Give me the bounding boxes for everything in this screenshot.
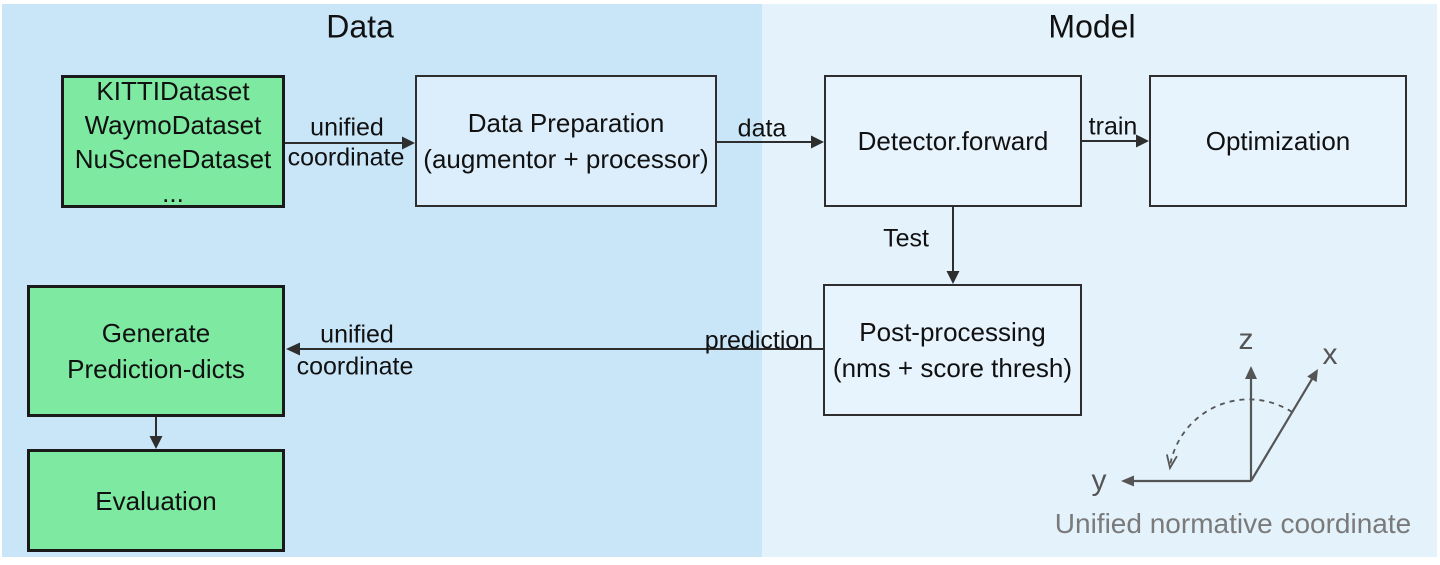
data-preparation-box: Data Preparation (augmentor + processor) [415, 75, 717, 207]
post-processing-box: Post-processing (nms + score thresh) [823, 284, 1082, 416]
evaluation-box: Evaluation [27, 449, 285, 552]
datasets-box-line: ... [162, 177, 184, 208]
y-axis-label: y [1091, 464, 1107, 497]
z-axis-label: z [1238, 323, 1254, 356]
datasets-box-line: WaymoDataset [84, 109, 262, 140]
evaluation-box-line: Evaluation [95, 485, 217, 516]
generate-box-line: Prediction-dicts [67, 354, 245, 384]
data-section-title: Data [326, 8, 394, 45]
generate-box-line: Generate [101, 318, 211, 348]
unified-coordinate-top-label-line2: coordinate [287, 143, 405, 172]
prediction-edge-label: prediction [704, 326, 814, 355]
datasets-box: KITTIDataset WaymoDataset NuSceneDataset… [61, 75, 285, 208]
datasets-box-line: KITTIDataset [96, 75, 250, 106]
unified-coordinate-bottom-label-line2: coordinate [296, 352, 414, 381]
generate-prediction-dicts-box: Generate Prediction-dicts [27, 285, 285, 417]
test-edge-label: Test [883, 224, 929, 253]
unified-coordinate-bottom-label-line1: unified [320, 320, 394, 349]
data-preparation-box-line: Data Preparation [467, 108, 665, 138]
datasets-box-line: NuSceneDataset [74, 143, 272, 174]
detector-forward-box-line: Detector.forward [857, 126, 1049, 156]
detector-forward-box: Detector.forward [824, 75, 1082, 207]
unified-normative-coordinate-caption: Unified normative coordinate [1054, 508, 1412, 539]
data-edge-label: data [737, 114, 787, 143]
model-section-title: Model [1048, 8, 1136, 45]
train-edge-label: train [1088, 112, 1138, 141]
post-processing-box-line: (nms + score thresh) [832, 353, 1073, 383]
x-axis-label: x [1322, 338, 1338, 371]
data-preparation-box-line: (augmentor + processor) [423, 144, 709, 174]
unified-coordinate-top-label-line1: unified [310, 113, 384, 142]
post-processing-box-line: Post-processing [859, 317, 1046, 347]
optimization-box: Optimization [1149, 75, 1407, 207]
optimization-box-line: Optimization [1205, 126, 1351, 156]
